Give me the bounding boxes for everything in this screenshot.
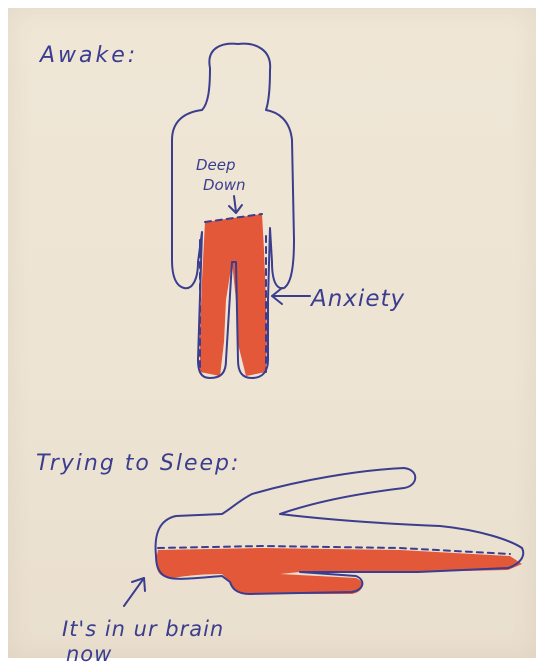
anxiety-arrow-icon — [272, 288, 310, 304]
brain-caption-line1: It's in ur brain — [62, 617, 224, 641]
deep-down-arrow-icon — [229, 196, 242, 213]
anxiety-label: Anxiety — [309, 286, 405, 312]
deep-down-label-line2: Down — [203, 176, 246, 194]
awake-title: Awake: — [38, 43, 138, 68]
deep-down-label-line1: Deep — [196, 156, 236, 174]
brain-arrow-icon — [124, 578, 145, 606]
awake-anxiety-fill — [200, 214, 267, 376]
sleep-title: Trying to Sleep: — [36, 451, 240, 476]
sleep-body-outline — [156, 468, 524, 594]
brain-caption-line2: now — [66, 642, 112, 666]
